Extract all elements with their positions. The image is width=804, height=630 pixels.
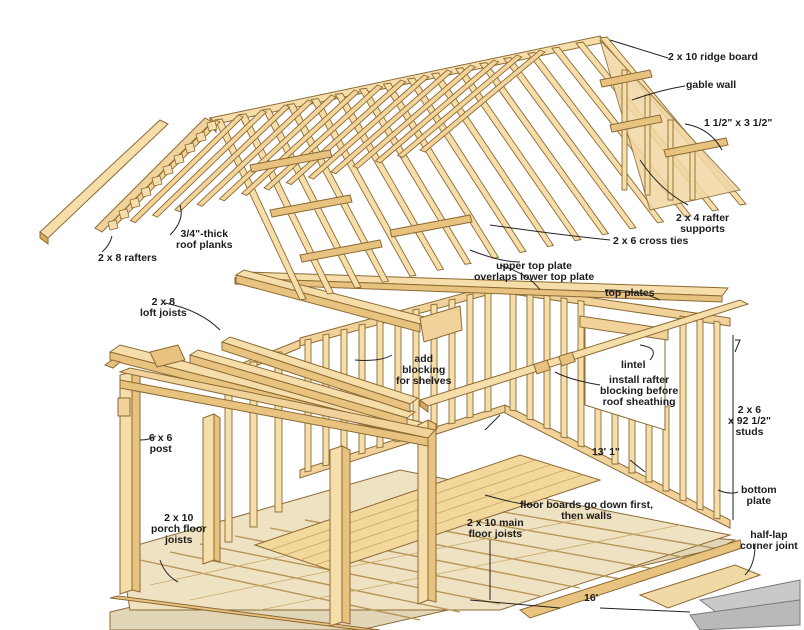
wall-stud — [526, 292, 534, 421]
wall-stud — [713, 320, 721, 520]
rafter — [330, 69, 453, 175]
porch-posts — [117, 367, 437, 627]
roof-plank-end — [107, 219, 119, 231]
wall-stud — [696, 318, 704, 511]
label-studs: 2 x 6 x 92 1/2" studs — [728, 404, 771, 438]
rafter — [526, 51, 665, 224]
roof-plank-end — [173, 153, 185, 165]
roof-plank-end — [162, 164, 174, 176]
label-gable-wall: gable wall — [686, 79, 737, 91]
label-main-joists: 2 x 10 main floor joists — [467, 517, 524, 540]
rafter — [374, 59, 500, 164]
rafter — [129, 114, 245, 224]
label-loft-joists: 2 x 8 loft joists — [140, 296, 187, 319]
label-top-plates: top plates — [605, 287, 655, 299]
wall-stud — [577, 299, 585, 448]
roof-plank-end — [118, 208, 130, 220]
label-floor-length: 16' — [584, 592, 599, 604]
roof-plank-end — [184, 142, 196, 154]
label-corner-joint: half-lap corner joint — [740, 529, 798, 552]
roof-plank-end — [140, 186, 152, 198]
rafter — [478, 62, 610, 236]
label-rafters: 2 x 8 rafters — [98, 252, 157, 264]
roof-plank-end — [129, 197, 141, 209]
label-cross-ties: 2 x 6 cross ties — [613, 235, 689, 247]
rafter — [151, 109, 268, 218]
wall-stud — [466, 293, 474, 419]
wall-stud — [679, 315, 687, 502]
rafter — [214, 118, 307, 301]
roof-plank-end — [195, 131, 207, 143]
rafter — [454, 67, 582, 242]
roof-plank-end — [206, 120, 218, 132]
rafter — [396, 54, 523, 158]
label-floor-boards: floor boards go down first, then walls — [520, 499, 653, 522]
wall-stud — [484, 288, 492, 413]
rafter — [352, 64, 477, 169]
wall-stud — [560, 297, 568, 439]
label-rafter-supports: 2 x 4 rafter supports — [676, 212, 730, 235]
rafter — [419, 49, 546, 153]
label-porch-joists: 2 x 10 porch floor joists — [151, 512, 207, 546]
wall-stud — [509, 289, 517, 412]
rafter — [174, 104, 291, 213]
label-lintel: lintel — [621, 359, 646, 371]
rafter — [240, 89, 361, 196]
label-wall-length: 13' 1" — [592, 446, 620, 458]
label-top-plate-overlap: upper top plate overlaps lower top plate — [474, 260, 595, 283]
rafter — [502, 57, 637, 230]
label-block-size: 1 1/2" x 3 1/2" — [704, 117, 773, 129]
label-post: 6 x 6 post — [149, 432, 173, 455]
roof-plank-end — [151, 175, 163, 187]
label-ridge-board: 2 x 10 ridge board — [668, 51, 758, 63]
label-blocking-shelves: add blocking for shelves — [396, 353, 452, 387]
label-rafter-blocking: install rafter blocking before roof shea… — [600, 374, 679, 408]
label-roof-planks: 3/4"-thick roof planks — [176, 228, 233, 251]
rafter — [196, 99, 314, 207]
leader-lines — [101, 39, 756, 613]
roof-assembly — [39, 35, 747, 301]
label-bottom-plate: bottom plate — [741, 484, 777, 507]
rafter — [307, 74, 430, 180]
